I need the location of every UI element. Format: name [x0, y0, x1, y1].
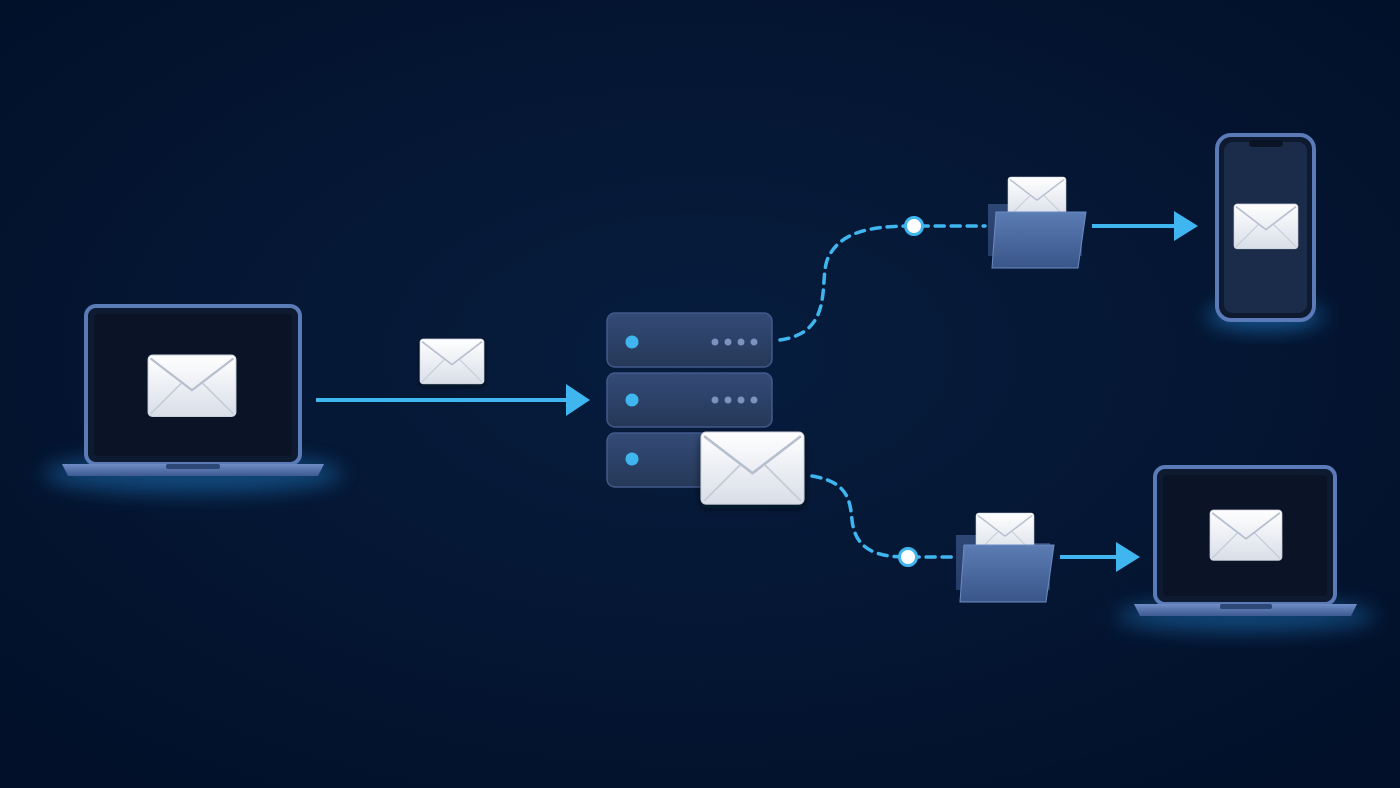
sender-laptop [43, 304, 343, 494]
server-unit [606, 312, 773, 368]
server-unit [606, 372, 773, 428]
deliver-arrow-phone [1092, 211, 1198, 241]
recipient-phone [1207, 133, 1323, 330]
route-to-phone-mailbox [778, 216, 987, 342]
envelope-icon [699, 430, 806, 506]
laptop-mailbox-folder [956, 512, 1055, 603]
phone-mailbox-folder [988, 176, 1087, 269]
send-arrow [316, 384, 590, 416]
deliver-arrow-laptop [1060, 542, 1140, 572]
mail-server [606, 312, 806, 506]
envelope-icon [1233, 203, 1299, 250]
envelope-icon [419, 338, 485, 385]
envelope-icon [1209, 509, 1283, 562]
recipient-laptop [1116, 465, 1376, 632]
envelope-icon [146, 353, 238, 418]
route-to-laptop-mailbox [810, 474, 954, 567]
